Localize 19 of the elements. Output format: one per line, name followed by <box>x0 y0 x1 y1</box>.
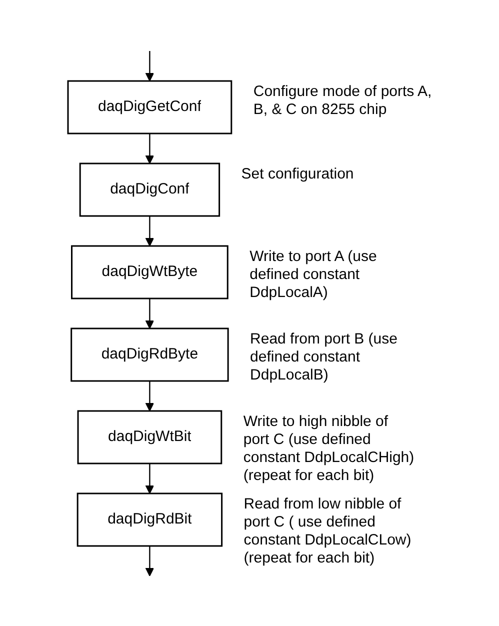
description-text: Configure mode of ports A, B, & C on 8255 chip <box>253 82 432 118</box>
arrow <box>144 298 154 328</box>
node-box: daqDigGetConf <box>66 80 232 134</box>
description-text: Read from low nibble of port C ( use defined constant DdpLocalCLow) (repeat for each bit) <box>243 495 411 566</box>
node-box: daqDigRdBit <box>76 492 222 546</box>
description-text: Write to port A (use defined constant DdpLocalA) <box>249 248 376 300</box>
node-box: daqDigWtBit <box>76 410 222 464</box>
description-text: Read from port B (use defined constant DdpLocalB) <box>250 330 398 383</box>
arrow <box>144 216 154 246</box>
description-text: Set configuration <box>240 165 354 182</box>
arrow <box>144 463 154 494</box>
node-box: daqDigConf <box>78 162 220 216</box>
node-box: daqDigRdByte <box>70 327 228 382</box>
description-text: Write to high nibble of port C (use defined constant DdpLocalCHigh) (repeat for each bit) <box>243 412 414 484</box>
arrow <box>144 380 154 411</box>
arrow <box>144 546 154 576</box>
arrow <box>144 133 154 164</box>
arrow <box>144 50 154 81</box>
node-box: daqDigWtByte <box>70 244 228 299</box>
